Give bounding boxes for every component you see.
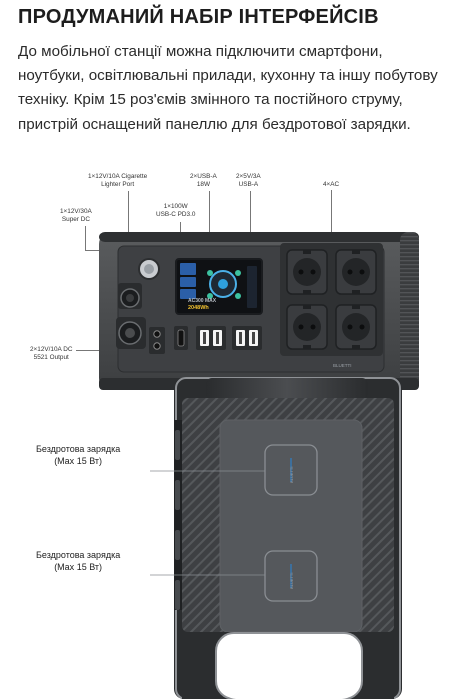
pad-text-2: BLUETTI [289, 573, 294, 589]
label-wireless-2: Бездротова зарядка(Max 15 Вт) [36, 550, 121, 572]
pad-text-1: BLUETTI [289, 467, 294, 483]
wireless-pad-area [219, 419, 363, 633]
leader-cigarette [128, 191, 129, 255]
wireless-pad-1 [264, 444, 318, 496]
wireless-pad-2 [264, 550, 318, 602]
leader-ac [331, 190, 332, 242]
description-text: До мобільної станції можна підключити см… [18, 43, 438, 133]
usb-c-port [177, 329, 185, 347]
label-ac-outlets: 4×AC [323, 181, 340, 188]
brand-mark: BLUETTI [333, 363, 352, 368]
screen-capacity: 2048Wh [188, 305, 209, 311]
dc5521-port-1 [153, 330, 161, 338]
dc5521-port-2 [153, 342, 161, 350]
screen-model: AC300 MAX [188, 298, 217, 304]
leader-super-dc [85, 226, 86, 250]
label-wireless-1: Бездротова зарядка(Max 15 Вт) [36, 444, 121, 466]
page-title: ПРОДУМАНИЙ НАБІР ІНТЕРФЕЙСІВ [18, 6, 379, 28]
ac-outlets [280, 243, 383, 356]
